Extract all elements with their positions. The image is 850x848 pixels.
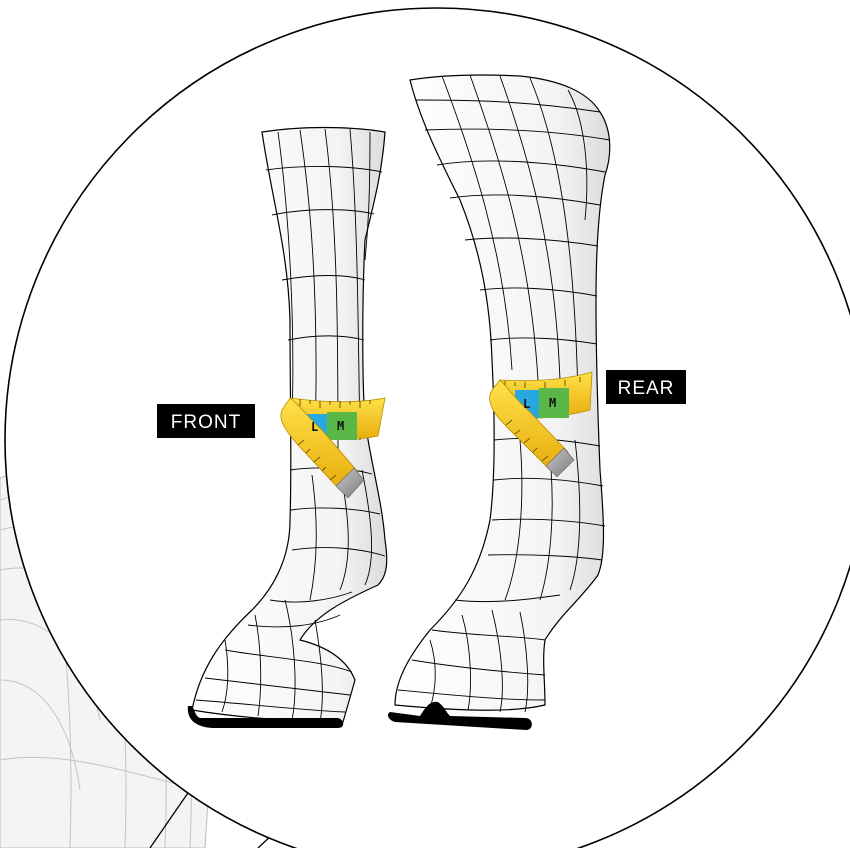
front-label: FRONT (171, 412, 241, 433)
front-size-m-label: M (337, 419, 344, 433)
rear-label-tag: REAR (606, 370, 686, 404)
rear-size-m-label: M (549, 396, 556, 410)
front-label-tag: FRONT (157, 404, 255, 438)
rear-label: REAR (618, 378, 675, 399)
rear-size-l-label: L (523, 397, 530, 411)
front-size-l-label: L (311, 420, 318, 434)
